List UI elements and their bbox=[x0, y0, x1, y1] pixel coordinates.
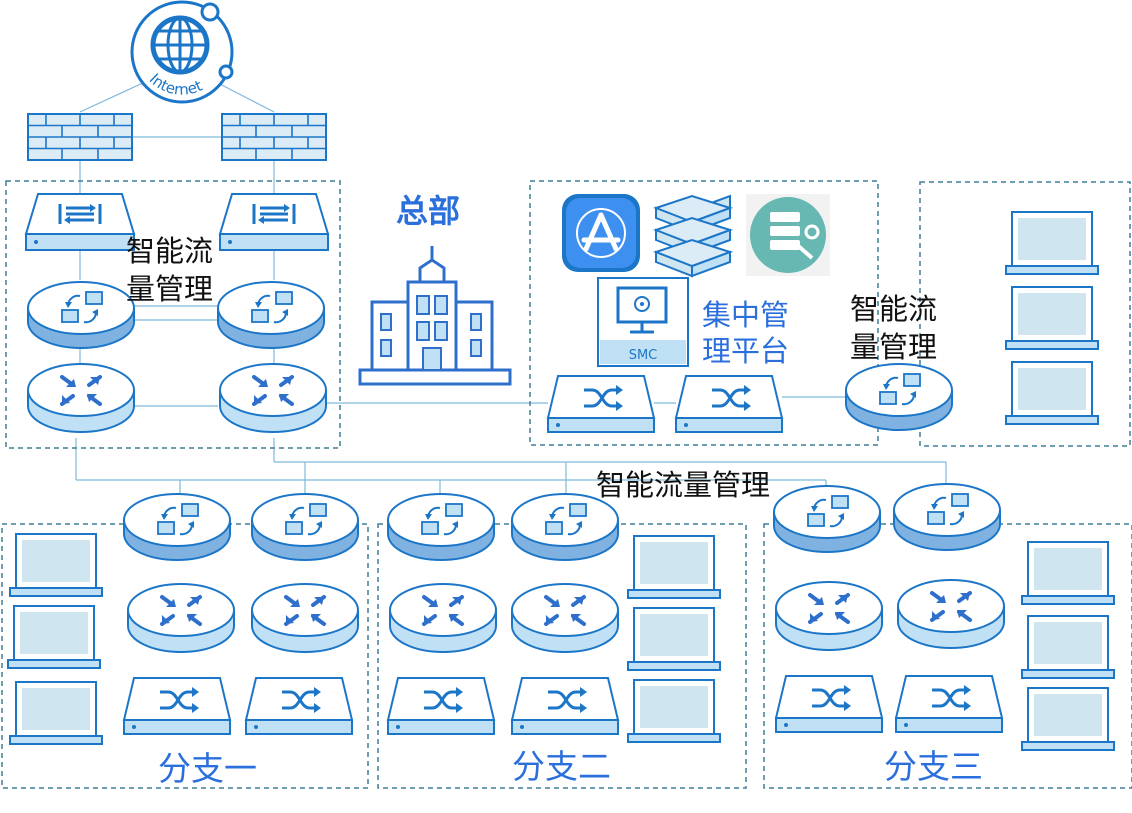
laptop-icon bbox=[627, 535, 721, 599]
firewall-icon bbox=[221, 113, 327, 161]
laptop-icon bbox=[1005, 211, 1099, 275]
switch-icon bbox=[674, 374, 784, 434]
traffic-manager-icon bbox=[217, 281, 325, 349]
firewall-icon bbox=[27, 113, 133, 161]
switch-icon bbox=[774, 674, 884, 734]
laptop-icon bbox=[1021, 541, 1115, 605]
switch-icon bbox=[510, 676, 620, 736]
router-icon bbox=[126, 582, 236, 654]
switch-icon bbox=[244, 676, 354, 736]
laptop-icon bbox=[7, 605, 101, 669]
server-tools-icon bbox=[746, 194, 830, 276]
smc-monitor-icon: SMC bbox=[597, 277, 689, 367]
laptop-icon bbox=[1021, 615, 1115, 679]
hq-client-area bbox=[919, 181, 1131, 447]
switch-icon bbox=[122, 676, 232, 736]
laptop-icon bbox=[1005, 286, 1099, 350]
central-platform-line2: 理平台 bbox=[702, 334, 790, 368]
switch-icon bbox=[546, 374, 656, 434]
laptop-icon bbox=[9, 533, 103, 597]
traffic-manager-icon bbox=[123, 493, 231, 561]
router-icon bbox=[218, 362, 328, 434]
traffic-manager-icon bbox=[845, 363, 953, 431]
branch1-label: 分支一 bbox=[158, 749, 257, 788]
router-icon bbox=[510, 582, 620, 654]
traffic-manager-icon bbox=[773, 485, 881, 553]
itm-hq-line2: 量管理 bbox=[126, 272, 214, 306]
switch-icon bbox=[386, 676, 496, 736]
app-store-icon bbox=[562, 194, 640, 272]
central-platform-area bbox=[529, 180, 879, 446]
branch3-label: 分支三 bbox=[884, 747, 983, 786]
router-icon bbox=[26, 362, 136, 434]
central-platform-line1: 集中管 bbox=[702, 298, 790, 332]
laptop-icon bbox=[627, 679, 721, 743]
internet-globe-icon: Internet bbox=[130, 0, 234, 104]
itm-hq-line1: 智能流 bbox=[126, 234, 214, 268]
traffic-manager-icon bbox=[387, 493, 495, 561]
router-icon bbox=[388, 582, 498, 654]
router-icon bbox=[896, 578, 1006, 650]
laptop-icon bbox=[1005, 361, 1099, 425]
smc-label: SMC bbox=[629, 348, 658, 363]
building-icon bbox=[358, 246, 512, 386]
load-balancer-icon bbox=[218, 192, 330, 252]
traffic-manager-icon bbox=[27, 281, 135, 349]
laptop-icon bbox=[627, 607, 721, 671]
load-balancer-icon bbox=[24, 192, 136, 252]
traffic-manager-icon bbox=[893, 483, 1001, 551]
switch-icon bbox=[894, 674, 1004, 734]
server-stack-icon bbox=[653, 194, 734, 278]
laptop-icon bbox=[1021, 687, 1115, 751]
hq-core-area bbox=[5, 180, 341, 449]
itm-right-line1: 智能流 bbox=[850, 292, 938, 326]
hq-label: 总部 bbox=[396, 192, 461, 230]
branch2-label: 分支二 bbox=[512, 747, 611, 786]
itm-branch-label: 智能流量管理 bbox=[596, 468, 771, 502]
router-icon bbox=[250, 582, 360, 654]
laptop-icon bbox=[9, 681, 103, 745]
itm-right-line2: 量管理 bbox=[850, 330, 938, 364]
router-icon bbox=[774, 580, 884, 652]
traffic-manager-icon bbox=[251, 493, 359, 561]
